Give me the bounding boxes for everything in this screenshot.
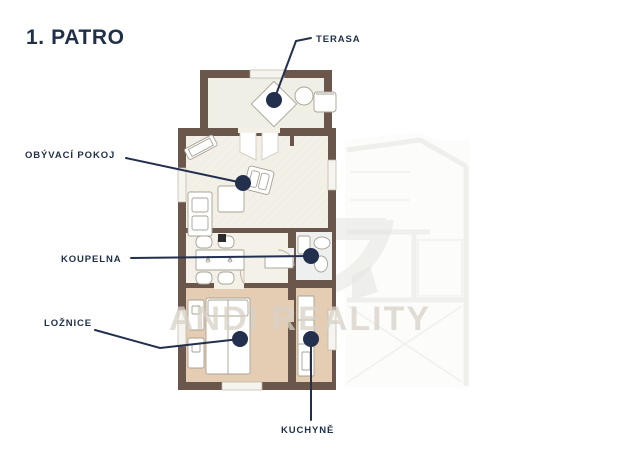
leader-loznice xyxy=(94,329,241,350)
dining-furniture xyxy=(195,234,245,285)
room-markers xyxy=(232,92,319,347)
marker-terasa xyxy=(266,92,282,108)
room-label-terasa: TERASA xyxy=(316,34,361,45)
leader-koupelna xyxy=(130,255,312,259)
main-floorplan xyxy=(177,69,337,391)
windows xyxy=(177,69,337,391)
dining-marker-square xyxy=(218,234,226,242)
marker-loznice xyxy=(232,331,248,347)
room-label-obyvaci-pokoj: OBÝVACÍ POKOJ xyxy=(25,150,116,161)
watermark-text: ANDI REALITY xyxy=(169,300,431,338)
terrace-door-gap xyxy=(238,128,280,133)
living-room-furniture xyxy=(184,134,275,237)
leader-obyvaci-pokoj xyxy=(125,157,244,184)
leader-lines xyxy=(94,37,312,421)
leader-terasa xyxy=(273,37,312,101)
hall-cabinet xyxy=(264,255,294,269)
room-label-kuchyne: KUCHYNĚ xyxy=(281,425,335,436)
marker-obyvaci-pokoj xyxy=(235,175,251,191)
terrace-door xyxy=(239,131,279,161)
room-label-koupelna: KOUPELNA xyxy=(61,254,122,265)
marker-koupelna xyxy=(303,248,319,264)
bedroom-furniture xyxy=(187,297,251,375)
page-title: 1. PATRO xyxy=(26,26,125,49)
marker-kuchyne xyxy=(303,331,319,347)
room-label-loznice: LOŽNICE xyxy=(44,318,92,329)
